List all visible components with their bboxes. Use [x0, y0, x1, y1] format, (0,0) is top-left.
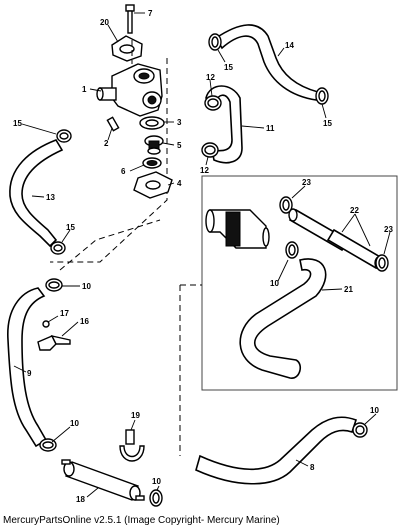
hose-clamp-10-lower-mid[interactable] — [149, 489, 163, 507]
mounting-bracket-part[interactable] — [111, 35, 143, 62]
callout-10-lower-right: 10 — [370, 406, 379, 415]
optional-kit-box — [179, 175, 398, 456]
hose-part-14[interactable] — [214, 24, 319, 101]
hose-clamp-23-top[interactable] — [279, 196, 293, 214]
hose-clip-part[interactable] — [37, 334, 71, 351]
pipe-part-22[interactable] — [288, 208, 384, 270]
callout-9: 9 — [27, 369, 32, 378]
callout-2: 2 — [104, 139, 109, 148]
callout-21: 21 — [344, 285, 353, 294]
hose-clamp-12-lower[interactable] — [201, 142, 219, 158]
callout-10-lower-left: 10 — [70, 419, 79, 428]
callout-18: 18 — [76, 495, 85, 504]
assembly-dashed-lines — [50, 40, 168, 271]
leader-lines — [13, 12, 391, 498]
callout-10-box: 10 — [270, 279, 279, 288]
hose-clamp-15-right[interactable] — [315, 87, 329, 105]
callout-17: 17 — [60, 309, 69, 318]
tee-fitting-part[interactable] — [205, 209, 270, 249]
callout-19: 19 — [131, 411, 140, 420]
callout-15-left: 15 — [13, 119, 22, 128]
hose-clamp-15-left[interactable] — [56, 129, 72, 143]
callout-labels: 7 20 1 2 3 5 6 4 14 15 12 11 12 15 15 13… — [13, 9, 393, 504]
hose-clamp-12-upper[interactable] — [204, 95, 222, 111]
image-caption: MercuryPartsOnline v2.5.1 (Image Copyrig… — [3, 515, 280, 526]
callout-16: 16 — [80, 317, 89, 326]
callout-10-middle: 10 — [82, 282, 91, 291]
cooler-bracket-part[interactable] — [119, 429, 145, 462]
hose-clamp-23-right[interactable] — [375, 254, 389, 272]
hose-part-21[interactable] — [239, 258, 327, 379]
thermostat-part[interactable] — [144, 135, 164, 155]
hose-clamp-15-lower[interactable] — [50, 241, 66, 255]
callout-23-top: 23 — [302, 178, 311, 187]
callout-4: 4 — [177, 179, 182, 188]
callout-15-right: 15 — [323, 119, 332, 128]
callout-15-upper: 15 — [224, 63, 233, 72]
callout-20: 20 — [100, 18, 109, 27]
callout-22: 22 — [350, 206, 359, 215]
oil-cooler-part[interactable] — [61, 459, 145, 501]
callout-23-right: 23 — [384, 225, 393, 234]
callout-11: 11 — [266, 124, 275, 133]
callout-14: 14 — [285, 41, 294, 50]
callout-8: 8 — [310, 463, 315, 472]
callout-12-upper: 12 — [206, 73, 215, 82]
thermostat-housing-part[interactable] — [96, 63, 163, 117]
hose-clamp-10-middle[interactable] — [45, 278, 63, 292]
callout-1: 1 — [82, 85, 87, 94]
callout-6: 6 — [121, 167, 126, 176]
callout-13: 13 — [46, 193, 55, 202]
callout-3: 3 — [177, 118, 182, 127]
callout-7: 7 — [148, 9, 153, 18]
callout-10-lower-mid: 10 — [152, 477, 161, 486]
callout-15-lower: 15 — [66, 223, 75, 232]
screw-part[interactable] — [106, 116, 120, 132]
bolt-part[interactable] — [125, 4, 135, 34]
hose-clamp-10-lower-right[interactable] — [352, 422, 368, 438]
hose-part-8[interactable] — [195, 416, 358, 485]
hose-part-9[interactable] — [7, 287, 48, 448]
callout-5: 5 — [177, 141, 182, 150]
plate-gasket-part[interactable] — [133, 171, 173, 199]
callout-12-lower: 12 — [200, 166, 209, 175]
hose-clamp-15-upper[interactable] — [208, 33, 222, 51]
gasket-part[interactable] — [139, 116, 165, 130]
clip-screw-part[interactable] — [42, 320, 50, 328]
hose-clamp-10-box[interactable] — [285, 241, 299, 259]
seal-part[interactable] — [142, 157, 162, 169]
